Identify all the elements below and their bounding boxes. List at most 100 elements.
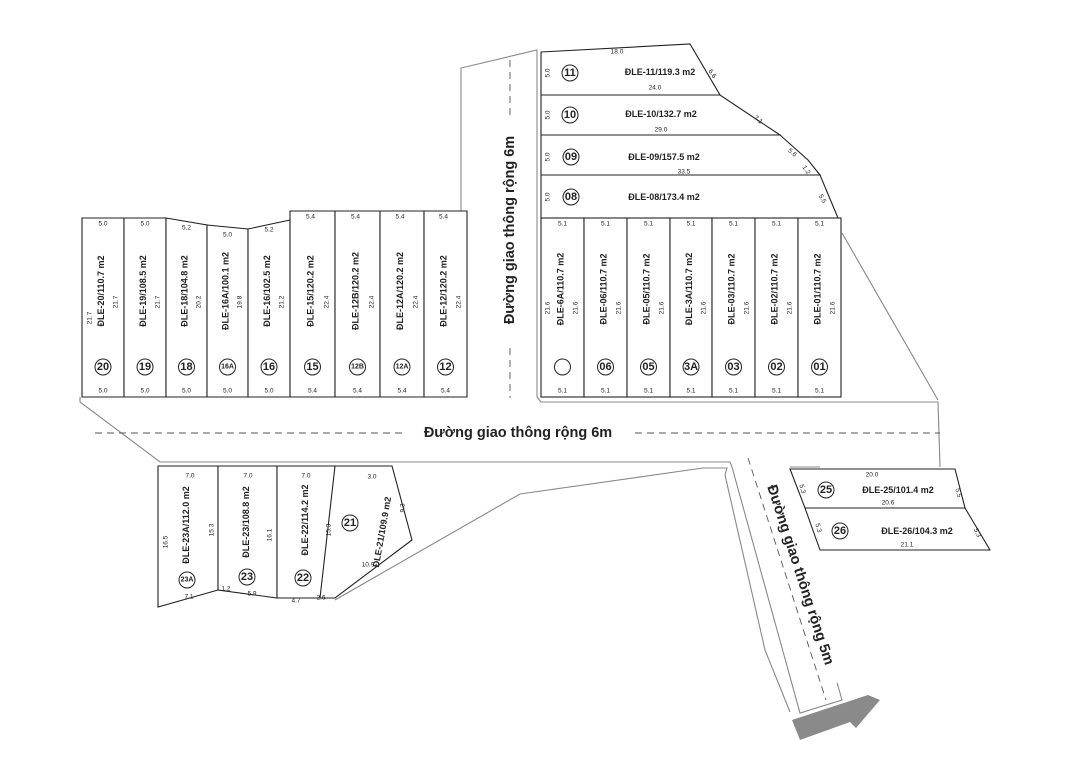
dimension: 19.8 [237, 295, 244, 308]
dimension: 2.6 [316, 595, 325, 602]
lot-badge [178, 358, 195, 376]
lot-number: 11 [564, 67, 576, 79]
lot-label: ĐLE-16/102.5 m2 [262, 255, 272, 327]
dimension: 5.4 [395, 214, 404, 221]
lot-badge [94, 358, 112, 376]
dimension: 21.6 [787, 301, 794, 314]
dimension: 5.0 [545, 110, 552, 119]
dimension: 21.7 [155, 295, 162, 308]
dimension: 10.9 [362, 562, 375, 569]
dimension: 5.3 [813, 523, 822, 534]
lot-number: 10 [564, 109, 576, 121]
block-bottom-left: ĐLE-23A/112.0 m2 23A 7.0 7.1 16.5 15.3 Đ… [157, 465, 413, 608]
lot-label: ĐLE-06/110.7 m2 [599, 253, 609, 324]
lot-number: 05 [642, 361, 654, 373]
dimension: 15.3 [326, 523, 333, 536]
lot-label: ĐLE-20/110.7 m2 [96, 255, 106, 326]
dimension: 5.1 [601, 221, 610, 228]
dimension: 33.5 [678, 169, 691, 176]
dimension: 5.1 [729, 221, 738, 228]
dimension: 20.0 [866, 472, 879, 479]
lot-number: 18 [180, 361, 192, 373]
lot-label: ĐLE-02/110.7 m2 [770, 253, 780, 324]
dimension: 5.1 [558, 221, 567, 228]
lot-badge [811, 358, 828, 376]
lot-number: 06 [599, 361, 611, 373]
lot-label: ĐLE-16A/100.1 m2 [221, 252, 231, 330]
lot-label: ĐLE-18/104.8 m2 [180, 255, 190, 327]
lot-badge [768, 358, 785, 376]
lot-number: 22 [297, 572, 309, 584]
dimension: 16.5 [163, 535, 170, 548]
dimension: 6.6 [707, 68, 718, 80]
dimension: 18.0 [611, 49, 624, 56]
lot-12 [423, 210, 468, 398]
dimension: 21.6 [573, 301, 580, 314]
lot-number: 09 [565, 151, 577, 163]
dimension: 5.1 [729, 388, 738, 395]
lot-badge [219, 358, 236, 376]
dimension: 20.2 [196, 295, 203, 308]
lot-badge [597, 358, 614, 376]
dimension: 5.1 [558, 388, 567, 395]
lot-badge [562, 188, 580, 206]
lot-badge [831, 522, 849, 540]
dimension: 15.3 [209, 523, 216, 536]
dimension: 5.1 [815, 388, 824, 395]
dimension: 1.2 [221, 586, 230, 593]
lot-number: 12A [396, 364, 409, 371]
dimension: 21.6 [659, 301, 666, 314]
lot-number: 03 [727, 361, 739, 373]
dimension: 5.2 [182, 225, 191, 232]
lot-number: 16A [221, 364, 234, 371]
dimension: 5.1 [772, 221, 781, 228]
lot-badge [260, 358, 278, 376]
dimension: 5.0 [223, 388, 232, 395]
dimension: 5.4 [441, 388, 450, 395]
lot-label: ĐLE-12/120.2 m2 [439, 255, 449, 327]
dimension: 5.4 [439, 214, 448, 221]
dimension: 21.6 [701, 301, 708, 314]
lot-03 [711, 217, 756, 398]
dimension: 5.4 [308, 388, 317, 395]
dimension: 7.0 [243, 473, 252, 480]
lot-badge [437, 358, 454, 376]
lot-number: 12B [351, 364, 364, 371]
dimension: 5.0 [545, 192, 552, 201]
road-edges [79, 49, 941, 714]
lot-badge [561, 64, 579, 82]
lot-number: 19 [139, 361, 151, 373]
lot-26 [804, 507, 991, 551]
lot-number: 23A [181, 577, 194, 584]
dimension: 22.4 [413, 295, 420, 308]
lot-label: ĐLE-09/157.5 m2 [628, 152, 700, 162]
lot-label: ĐLE-01/110.7 m2 [813, 253, 823, 324]
lot-label: ĐLE-23/108.8 m2 [241, 486, 251, 558]
lot-badge [640, 358, 657, 376]
dimension: 5.9 [247, 591, 256, 598]
dimension: 5.0 [223, 232, 232, 239]
dimension: 5.0 [545, 68, 552, 77]
dimension: 7.0 [185, 473, 194, 480]
lot-number: 3A [684, 361, 698, 373]
lot-label: ĐLE-08/173.4 m2 [628, 192, 700, 202]
block-bottom-right: 25 ĐLE-25/101.4 m2 20.0 20.6 5.3 5.5 26 … [789, 468, 991, 551]
lot-09 [540, 134, 822, 176]
lot-number: 02 [770, 361, 782, 373]
dimension: 5.1 [601, 388, 610, 395]
lot-badge [393, 358, 411, 376]
lot-21 [319, 465, 413, 599]
dimension: 7.1 [752, 114, 764, 125]
dimension: 21.7 [87, 311, 94, 324]
dimension: 5.1 [772, 388, 781, 395]
dimension: 5.3 [972, 527, 982, 538]
dimension: 7.1 [184, 594, 193, 601]
lot-label: ĐLE-11/119.3 m2 [625, 67, 696, 77]
dimension: 5.5 [953, 488, 962, 499]
dimension: 21.6 [830, 301, 837, 314]
lot-badge [561, 106, 579, 124]
dimension: 5.0 [264, 388, 273, 395]
lot-label: ĐLE-23A/112.0 m2 [181, 486, 191, 564]
dimension: 4.7 [291, 598, 300, 605]
